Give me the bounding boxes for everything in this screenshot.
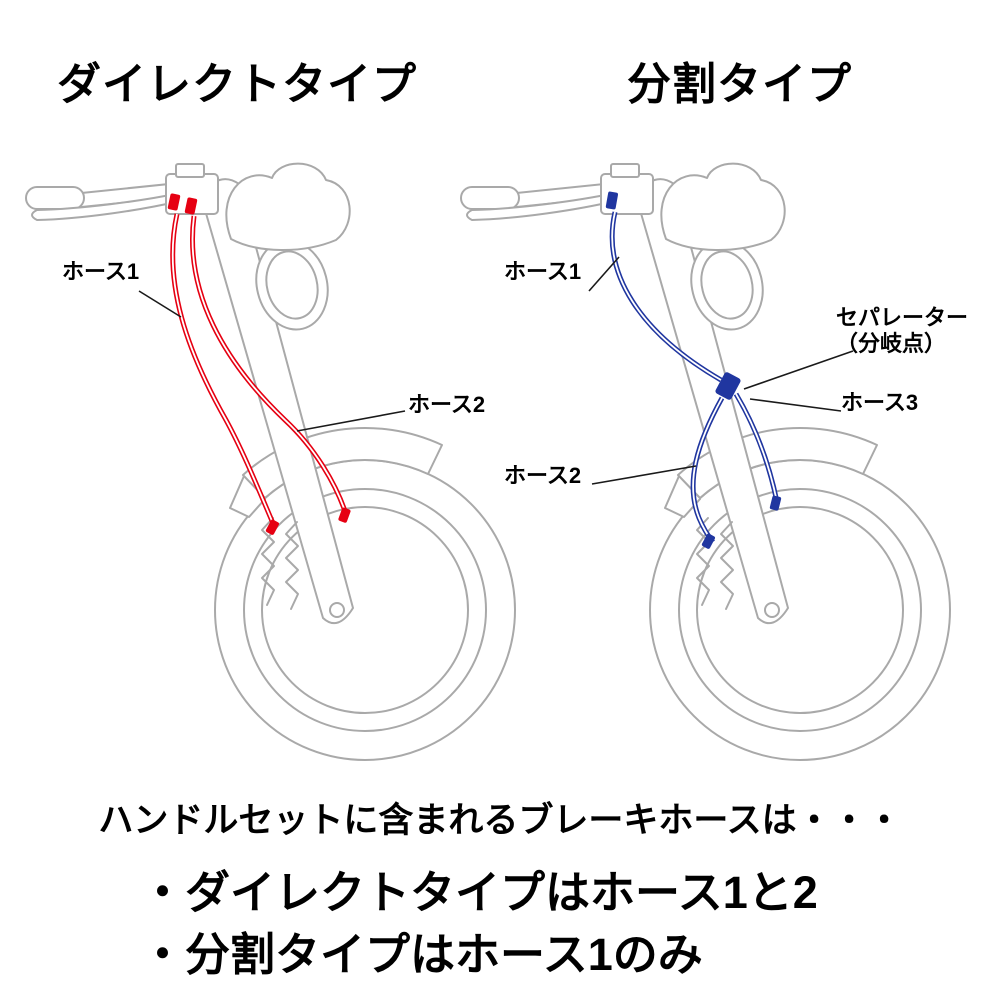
label-left-hose2: ホース2 [408, 392, 486, 417]
direct-bike-outline [25, 162, 516, 762]
label-right-hose1: ホース1 [504, 259, 582, 284]
leader-separator [743, 350, 854, 390]
label-right-hose3: ホース3 [841, 390, 919, 415]
direct-fittings [167, 193, 351, 535]
label-separator-line2: （分岐点） [836, 331, 947, 356]
footer-intro: ハンドルセットに含まれるブレーキホースは・・・ [98, 801, 902, 840]
leader-left-hose2 [296, 410, 406, 432]
footer-bullet-direct: ・ダイレクトタイプはホース1と2 [140, 867, 818, 918]
footer-bullet-split: ・分割タイプはホース1のみ [140, 929, 703, 980]
split-bike-outline [460, 162, 951, 762]
leader-right-hose1 [588, 256, 620, 292]
leader-right-hose2 [591, 465, 697, 485]
direct-hoses-highlight [171, 213, 347, 529]
label-separator-line1: セパレーター [836, 305, 969, 330]
label-left-hose1: ホース1 [62, 259, 140, 284]
title-split-type: 分割タイプ [627, 60, 852, 109]
leader-right-hose3 [749, 398, 842, 412]
leader-left-hose1 [138, 290, 182, 318]
direct-type-bike [25, 162, 516, 762]
split-type-bike [460, 162, 951, 762]
separator-block [715, 372, 741, 400]
label-separator: セパレーター （分岐点） [836, 305, 968, 357]
callout-lines [138, 256, 854, 485]
split-fittings [605, 191, 782, 549]
title-direct-type: ダイレクトタイプ [57, 60, 417, 109]
label-right-hose2: ホース2 [504, 463, 582, 488]
